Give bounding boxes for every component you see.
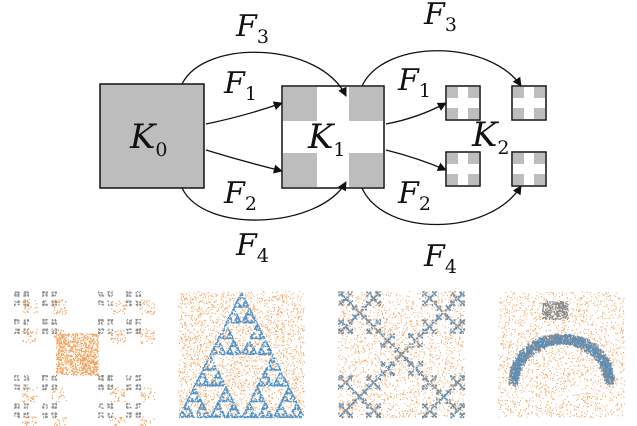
label-f1-b: F1 bbox=[397, 63, 431, 102]
label-f4-b: F4 bbox=[423, 239, 457, 278]
k2-square-br bbox=[511, 151, 547, 187]
fractal-panel-2 bbox=[178, 291, 305, 419]
k2-label: K2 bbox=[471, 115, 510, 159]
k0-label: K0 bbox=[129, 117, 168, 161]
label-f1-a: F1 bbox=[223, 66, 257, 105]
arrow-f4-k0-k1 bbox=[181, 181, 347, 221]
label-f3-b: F3 bbox=[423, 0, 457, 36]
k2-square-bl bbox=[445, 151, 481, 187]
arrow-f2-k0-k1 bbox=[205, 149, 283, 174]
arrow-f3-k1-k2 bbox=[361, 50, 522, 87]
label-f2-a: F2 bbox=[223, 176, 257, 215]
arrow-f2-k1-k2 bbox=[385, 149, 447, 171]
label-f3-a: F3 bbox=[235, 9, 269, 48]
k1-label: K1 bbox=[307, 117, 346, 161]
k2-square-tr bbox=[511, 85, 547, 121]
label-f2-b: F2 bbox=[397, 176, 431, 215]
fractal-panel-1 bbox=[14, 291, 156, 426]
label-f4-a: F4 bbox=[235, 228, 269, 267]
k2-square-tl bbox=[445, 85, 481, 121]
k2-squares: K2 bbox=[445, 85, 547, 187]
arrow-f4-k1-k2 bbox=[361, 185, 522, 226]
arrow-f1-k1-k2 bbox=[385, 102, 447, 125]
arrow-f3-k0-k1 bbox=[181, 51, 347, 97]
arrow-f1-k0-k1 bbox=[205, 101, 283, 125]
fractal-panel-3 bbox=[338, 291, 466, 419]
fractal-panel-4 bbox=[498, 291, 625, 418]
k1-square: K1 bbox=[281, 85, 385, 189]
k0-square: K0 bbox=[99, 83, 205, 189]
